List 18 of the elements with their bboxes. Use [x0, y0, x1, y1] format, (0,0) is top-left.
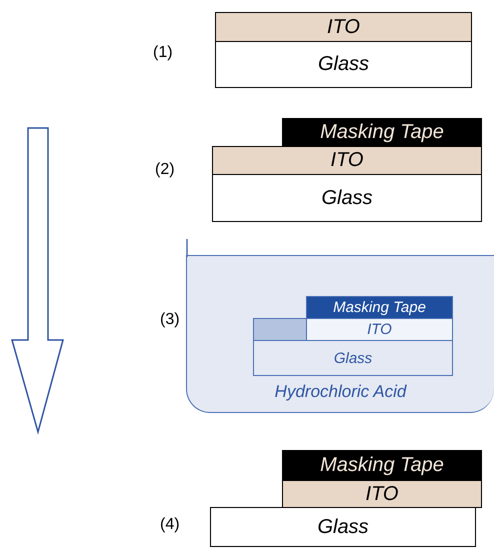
bath-label: Hydrochloric Acid — [274, 382, 406, 402]
ito-layer: ITO — [215, 12, 472, 42]
masking-tape-layer: Masking Tape — [282, 450, 482, 481]
step-number: (3) — [160, 311, 180, 329]
ito-layer: ITO — [282, 480, 482, 508]
step-number: (4) — [160, 516, 180, 534]
etched-region — [253, 318, 307, 341]
glass-layer: Glass — [212, 174, 482, 222]
ito-layer: ITO — [212, 146, 482, 175]
glass-layer: Glass — [210, 507, 476, 547]
acid-bath — [186, 255, 494, 413]
masking-tape-layer: Masking Tape — [306, 296, 453, 319]
masking-tape-layer: Masking Tape — [282, 118, 482, 147]
glass-layer: Glass — [253, 340, 453, 376]
step-number: (1) — [153, 44, 173, 62]
glass-layer: Glass — [215, 41, 472, 88]
ito-layer: ITO — [306, 318, 453, 341]
step-number: (2) — [155, 161, 175, 179]
